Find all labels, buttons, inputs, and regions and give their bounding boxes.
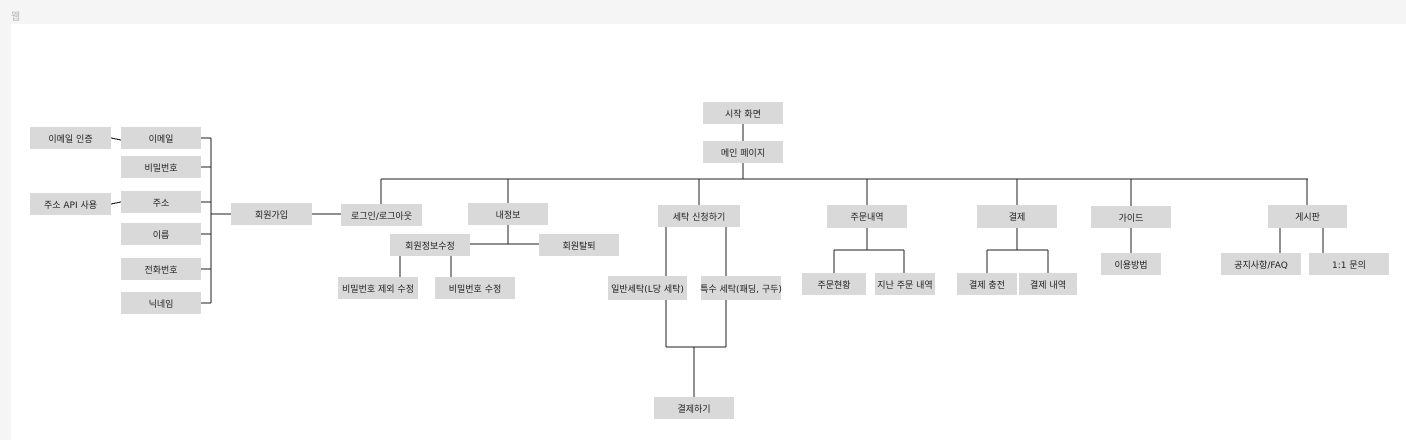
node-payment-go[interactable]: 결제하기 [654, 397, 734, 419]
node-payment-charge[interactable]: 결제 충전 [957, 273, 1017, 295]
node-notice-faq[interactable]: 공지사항/FAQ [1221, 253, 1301, 275]
node-usage[interactable]: 이용방법 [1101, 253, 1161, 275]
node-special-laundry[interactable]: 특수 세탁(패딩, 구두) [700, 276, 782, 300]
node-one-on-one-inquiry[interactable]: 1:1 문의 [1309, 253, 1389, 275]
node-name[interactable]: 이름 [121, 223, 201, 245]
node-address[interactable]: 주소 [121, 191, 201, 213]
node-payment[interactable]: 결제 [977, 205, 1057, 228]
node-orders[interactable]: 주문내역 [827, 205, 907, 228]
node-signup[interactable]: 회원가입 [231, 203, 312, 225]
diagram-canvas [11, 24, 1406, 440]
node-withdraw[interactable]: 회원탈퇴 [539, 234, 619, 256]
node-phone[interactable]: 전화번호 [121, 258, 201, 280]
node-general-laundry[interactable]: 일반세탁(L당 세탁) [608, 276, 687, 300]
node-order-status[interactable]: 주문현황 [802, 273, 866, 295]
node-payment-history[interactable]: 결제 내역 [1019, 273, 1077, 295]
node-edit-info[interactable]: 회원정보수정 [390, 234, 470, 256]
node-start-screen[interactable]: 시작 화면 [703, 102, 783, 124]
node-address-api[interactable]: 주소 API 사용 [30, 193, 111, 215]
node-main-page[interactable]: 메인 페이지 [703, 141, 783, 163]
node-laundry-request[interactable]: 세탁 신청하기 [658, 205, 740, 227]
node-board[interactable]: 게시판 [1268, 205, 1347, 228]
node-email-verify[interactable]: 이메일 인증 [30, 127, 111, 149]
node-login-logout[interactable]: 로그인/로그아웃 [341, 204, 422, 226]
node-password[interactable]: 비밀번호 [121, 156, 201, 178]
node-email[interactable]: 이메일 [121, 127, 201, 149]
node-myinfo[interactable]: 내정보 [468, 203, 548, 225]
node-nickname[interactable]: 닉네임 [121, 292, 201, 314]
tab-label: 웹 [11, 12, 21, 23]
node-past-orders[interactable]: 지난 주문 내역 [875, 273, 935, 295]
node-edit-password[interactable]: 비밀번호 수정 [435, 277, 515, 299]
node-edit-except-password[interactable]: 비밀번호 제외 수정 [338, 277, 418, 299]
node-guide[interactable]: 가이드 [1091, 206, 1171, 228]
